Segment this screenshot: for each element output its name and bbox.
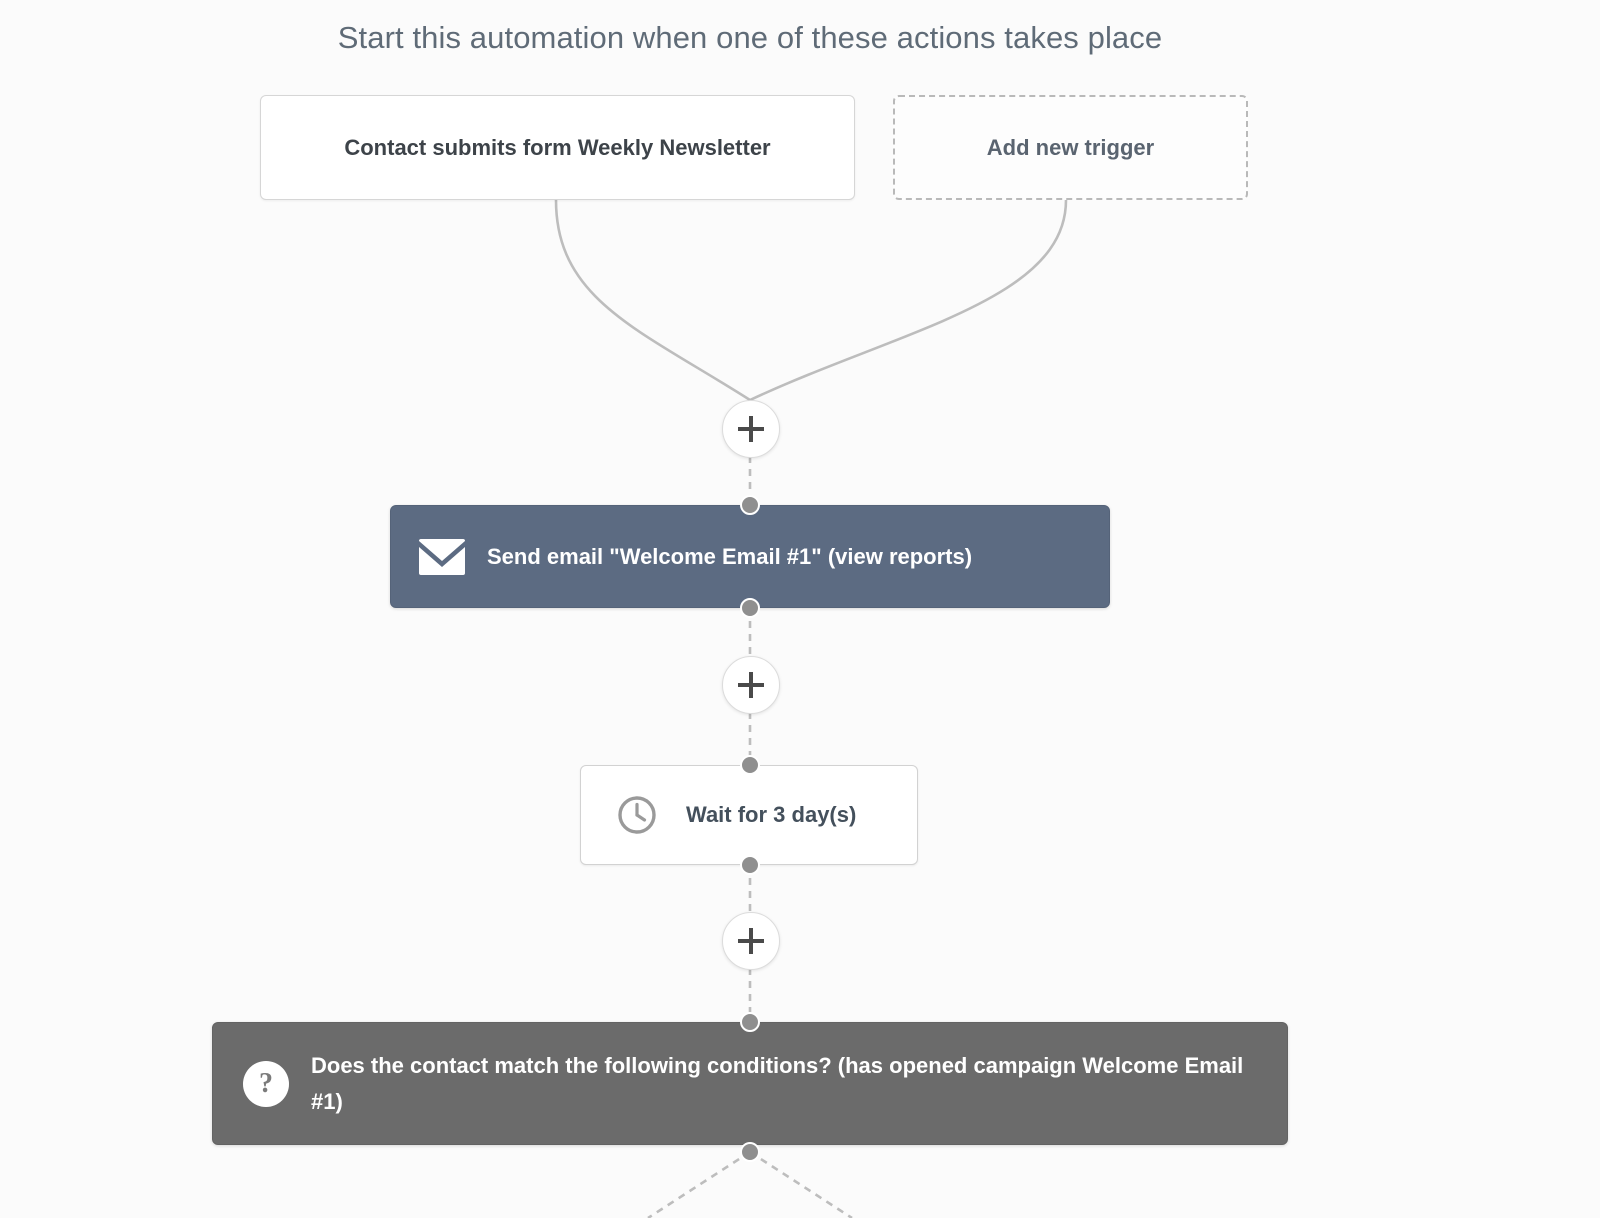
step-label: Send email "Welcome Email #1" (view repo… bbox=[487, 543, 973, 569]
clock-icon bbox=[615, 793, 659, 837]
add-step-button-1[interactable] bbox=[722, 400, 780, 458]
plus-icon bbox=[738, 672, 764, 698]
edge-trigger2-to-plus1 bbox=[749, 199, 1068, 402]
step-label: Does the contact match the following con… bbox=[311, 1053, 1244, 1114]
step-label: Wait for 3 day(s) bbox=[686, 802, 857, 827]
connector-dot-wait-top bbox=[740, 755, 760, 775]
question-mark-icon: ? bbox=[243, 1060, 289, 1107]
plus-icon bbox=[738, 928, 764, 954]
edge-condition-branch-left bbox=[647, 1150, 751, 1218]
step-card-condition[interactable]: ? Does the contact match the following c… bbox=[212, 1022, 1288, 1145]
connector-dot-condition-top bbox=[740, 1012, 760, 1032]
plus-icon bbox=[738, 416, 764, 442]
connector-dot-email-bottom bbox=[740, 598, 760, 618]
page-title: Start this automation when one of these … bbox=[337, 20, 1163, 55]
add-new-trigger-label: Add new trigger bbox=[986, 134, 1155, 160]
step-card-wait[interactable]: Wait for 3 day(s) bbox=[580, 765, 918, 865]
edge-trigger1-to-plus1 bbox=[554, 199, 751, 402]
add-new-trigger-card[interactable]: Add new trigger bbox=[893, 95, 1248, 200]
step-card-send-email[interactable]: Send email "Welcome Email #1" (view repo… bbox=[390, 505, 1110, 608]
trigger-card-contact-submits-form[interactable]: Contact submits form Weekly Newsletter bbox=[260, 95, 855, 200]
connector-dot-email-top bbox=[740, 495, 760, 515]
add-step-button-3[interactable] bbox=[722, 912, 780, 970]
envelope-icon bbox=[419, 538, 465, 575]
connector-dot-wait-bottom bbox=[740, 855, 760, 875]
connector-dot-condition-bottom bbox=[740, 1142, 760, 1162]
trigger-label: Contact submits form Weekly Newsletter bbox=[344, 134, 771, 160]
add-step-button-2[interactable] bbox=[722, 656, 780, 714]
edge-condition-branch-right bbox=[749, 1150, 853, 1218]
